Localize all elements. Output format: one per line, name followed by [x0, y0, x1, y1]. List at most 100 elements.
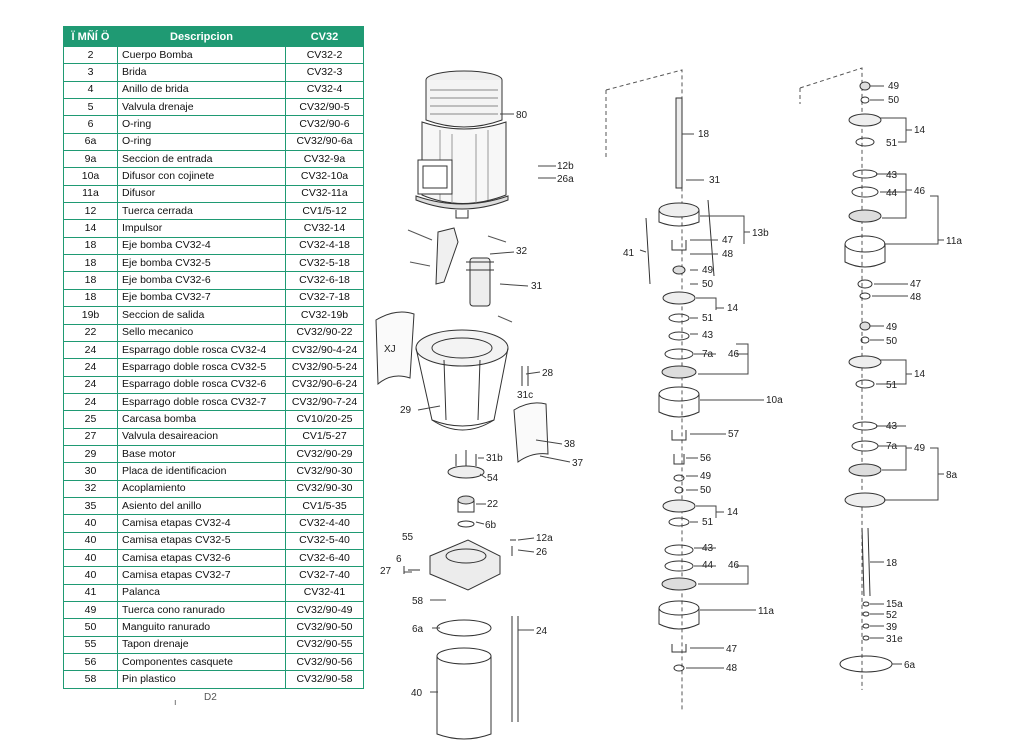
- callout-43-mid-b: 43: [702, 543, 714, 554]
- row-code: CV32-5-18: [285, 254, 364, 273]
- row-code: CV32-3: [285, 63, 364, 82]
- table-header-row: Ï MÑÍ Ö Descripcion CV32: [63, 26, 364, 47]
- callout-15a: 15a: [886, 599, 903, 610]
- callout-51-mid-b: 51: [702, 517, 714, 528]
- right-leader-lines: [870, 85, 944, 665]
- callout-46-right: 46: [914, 186, 926, 197]
- row-code: CV32/90-4-24: [285, 340, 364, 360]
- row-code: CV32/90-6-24: [285, 375, 364, 394]
- callout-11a-right: 11a: [946, 236, 962, 247]
- row-description: Asiento del anillo: [117, 496, 286, 516]
- callout-29: 29: [400, 405, 412, 416]
- pump-base-drawing: [403, 539, 516, 591]
- row-description: Placa de identificacion: [117, 462, 286, 481]
- callout-27: 27: [380, 566, 392, 577]
- callout-57: 57: [728, 429, 740, 440]
- row-code: CV32/90-58: [285, 670, 364, 689]
- callout-14-mid-b: 14: [727, 507, 739, 518]
- motor-base-drawing: [375, 311, 549, 463]
- row-description: Esparrago doble rosca CV32-6: [117, 375, 286, 394]
- callout-28: 28: [542, 368, 554, 379]
- row-code: CV32/90-5-24: [285, 358, 364, 377]
- right-dashed-axis: [799, 67, 863, 690]
- coupling-drawing: [407, 227, 513, 323]
- row-description: Esparrago doble rosca CV32-7: [117, 392, 286, 412]
- row-code: CV32-19b: [285, 306, 364, 325]
- callout-xj: XJ: [384, 344, 396, 355]
- callout-48-mid-a: 48: [722, 249, 734, 260]
- row-description: Eje bomba CV32-6: [117, 271, 286, 290]
- callout-32: 32: [516, 246, 528, 257]
- row-part-number: 24: [63, 340, 118, 360]
- row-description: Carcasa bomba: [117, 410, 286, 429]
- callout-39: 39: [886, 622, 898, 633]
- callout-12b: 12b: [557, 161, 574, 172]
- footnote-mark: ı: [174, 697, 177, 707]
- callout-41: 41: [623, 248, 635, 259]
- callout-43-mid-a: 43: [702, 330, 714, 341]
- row-description: Sello mecanico: [117, 323, 286, 342]
- callout-48-right: 48: [910, 292, 922, 303]
- callout-31-mid: 31: [709, 175, 721, 186]
- callout-6a-right: 6a: [904, 660, 916, 671]
- callout-49-mid-a: 49: [702, 265, 714, 276]
- callout-52: 52: [886, 610, 898, 621]
- row-code: CV32-4: [285, 80, 364, 100]
- row-code: CV32-41: [285, 583, 364, 603]
- row-code: CV32/90-30: [285, 479, 364, 498]
- callout-43-right-a: 43: [886, 170, 898, 181]
- callout-18-right: 18: [886, 558, 898, 569]
- col-header-number: Ï MÑÍ Ö: [63, 26, 118, 47]
- row-code: CV32-7-40: [285, 566, 364, 585]
- right-stack-drawing: [839, 81, 893, 673]
- callout-31c: 31c: [517, 390, 533, 401]
- row-part-number: 25: [63, 410, 118, 429]
- callout-50-right-b: 50: [886, 336, 898, 347]
- row-part-number: 18: [63, 271, 118, 290]
- callout-26a: 26a: [557, 174, 574, 185]
- callout-12a: 12a: [536, 533, 553, 544]
- row-code: CV32-5-40: [285, 531, 364, 550]
- callout-40: 40: [411, 688, 423, 699]
- footnote-label: D2: [204, 692, 217, 703]
- callout-47-right: 47: [910, 279, 922, 290]
- row-code: CV1/5-27: [285, 427, 364, 446]
- row-code: CV32-6-18: [285, 271, 364, 290]
- callout-31b: 31b: [486, 453, 503, 464]
- callout-47-mid-a: 47: [722, 235, 734, 246]
- callout-49-mid-b: 49: [700, 471, 712, 482]
- row-code: CV32/90-30: [285, 462, 364, 481]
- callout-7a-right: 7a: [886, 441, 898, 452]
- callout-44-mid: 44: [702, 560, 714, 571]
- row-code: CV32-4-40: [285, 514, 364, 533]
- callout-22: 22: [487, 499, 499, 510]
- row-part-number: 24: [63, 358, 118, 377]
- callout-46-mid-a: 46: [728, 349, 740, 360]
- callout-49-right-a: 49: [888, 81, 900, 92]
- row-code: CV32/90-29: [285, 444, 364, 464]
- callout-49-right-c: 49: [914, 443, 926, 454]
- col-header-description: Descripcion: [117, 26, 286, 47]
- row-code: CV32-14: [285, 219, 364, 238]
- callout-37: 37: [572, 458, 584, 469]
- row-code: CV32/90-22: [285, 323, 364, 342]
